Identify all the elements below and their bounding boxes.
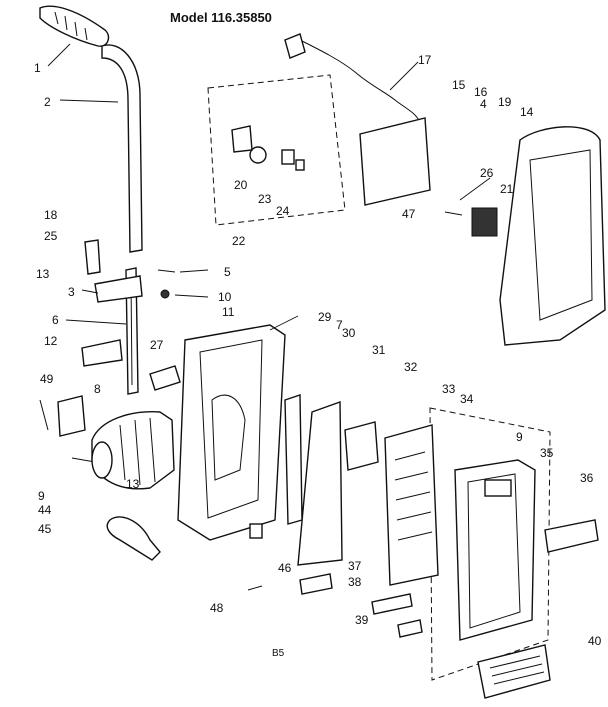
lower-handle bbox=[125, 267, 139, 395]
leader-lines bbox=[47, 43, 491, 331]
callout-label: 13 bbox=[36, 267, 50, 281]
callout-label: 19 bbox=[498, 95, 512, 109]
switch-block bbox=[471, 207, 498, 237]
callout-label: 26 bbox=[480, 166, 494, 180]
callout-label: 18 bbox=[44, 208, 58, 222]
callout-label: 9 bbox=[516, 430, 523, 444]
callout-label: 17 bbox=[418, 53, 432, 67]
callout-label: 11 bbox=[222, 305, 235, 319]
callout-label: 15 bbox=[452, 78, 466, 92]
callout-label: 27 bbox=[150, 338, 164, 352]
callout-label: 30 bbox=[342, 326, 356, 340]
callout-label: 46 bbox=[278, 561, 292, 575]
page-code: B5 bbox=[272, 648, 285, 659]
callout-label: 34 bbox=[460, 392, 474, 406]
switch-plate bbox=[359, 117, 431, 206]
clip-38 bbox=[371, 593, 413, 615]
callout-labels: 1 2 5 18 25 13 3 10 11 6 12 49 8 9 44 45… bbox=[34, 53, 602, 648]
callout-label: 37 bbox=[348, 559, 362, 573]
callout-label: 36 bbox=[580, 471, 594, 485]
callout-label: 29 bbox=[318, 310, 332, 324]
bag-collar bbox=[344, 421, 379, 471]
callout-label: 2 bbox=[44, 95, 51, 109]
callout-label: 32 bbox=[404, 360, 418, 374]
callout-label: 4 bbox=[480, 97, 487, 111]
switch-clip bbox=[281, 149, 295, 165]
cord-plug bbox=[284, 33, 306, 59]
callout-label: 38 bbox=[348, 575, 362, 589]
handle-bracket bbox=[94, 275, 143, 303]
callout-label: 39 bbox=[355, 613, 369, 627]
gasket-strip bbox=[284, 394, 303, 525]
callout-label: 21 bbox=[500, 182, 514, 196]
model-title: Model 116.35850 bbox=[170, 10, 272, 25]
upper-handle bbox=[101, 44, 143, 253]
main-housing bbox=[177, 324, 286, 541]
dust-bag bbox=[384, 424, 439, 586]
clip-37 bbox=[299, 573, 333, 595]
callout-label: 9 bbox=[38, 489, 45, 503]
bag-cover bbox=[454, 459, 536, 641]
bag-parts-group-box bbox=[429, 407, 551, 681]
switch-cam bbox=[231, 125, 253, 153]
callout-label: 16 bbox=[474, 85, 488, 99]
callout-label: 44 bbox=[38, 503, 52, 517]
filter-block bbox=[249, 523, 263, 539]
handle-grip bbox=[39, 5, 110, 47]
callout-label: 22 bbox=[232, 234, 246, 248]
clip-39 bbox=[397, 619, 423, 638]
handle-plate bbox=[81, 339, 123, 367]
switch-parts-group-box bbox=[207, 74, 346, 226]
callout-label: 20 bbox=[234, 178, 248, 192]
callout-label: 47 bbox=[402, 207, 416, 221]
mounting-bracket bbox=[57, 395, 86, 437]
callout-label: 6 bbox=[52, 313, 59, 327]
callout-label: 23 bbox=[258, 192, 272, 206]
callout-label: 48 bbox=[210, 601, 224, 615]
side-trim bbox=[544, 519, 599, 553]
callout-label: 3 bbox=[68, 285, 75, 299]
clip-part bbox=[84, 239, 101, 275]
callout-label: 45 bbox=[38, 522, 52, 536]
callout-label: 35 bbox=[540, 446, 554, 460]
callout-label: 12 bbox=[44, 334, 58, 348]
switch-pin bbox=[295, 159, 305, 171]
callout-label: 13 bbox=[126, 477, 140, 491]
nozzle-part bbox=[106, 516, 161, 561]
bottom-grille bbox=[477, 644, 551, 699]
callout-label: 1 bbox=[34, 61, 41, 75]
switch-knob bbox=[249, 146, 267, 164]
callout-label: 49 bbox=[40, 372, 54, 386]
callout-label: 14 bbox=[520, 105, 534, 119]
motor-shaft-part bbox=[149, 365, 181, 391]
callout-label: 33 bbox=[442, 382, 456, 396]
callout-label: 25 bbox=[44, 229, 58, 243]
duct-part bbox=[297, 401, 343, 566]
callout-label: 40 bbox=[588, 634, 602, 648]
power-cord bbox=[299, 39, 421, 123]
callout-label: 5 bbox=[224, 265, 231, 279]
callout-label: 24 bbox=[276, 204, 290, 218]
callout-label: 10 bbox=[218, 290, 232, 304]
callout-label: 7 bbox=[336, 318, 343, 332]
callout-label: 8 bbox=[94, 382, 101, 396]
rear-housing bbox=[499, 126, 606, 346]
callout-label: 31 bbox=[372, 343, 386, 357]
